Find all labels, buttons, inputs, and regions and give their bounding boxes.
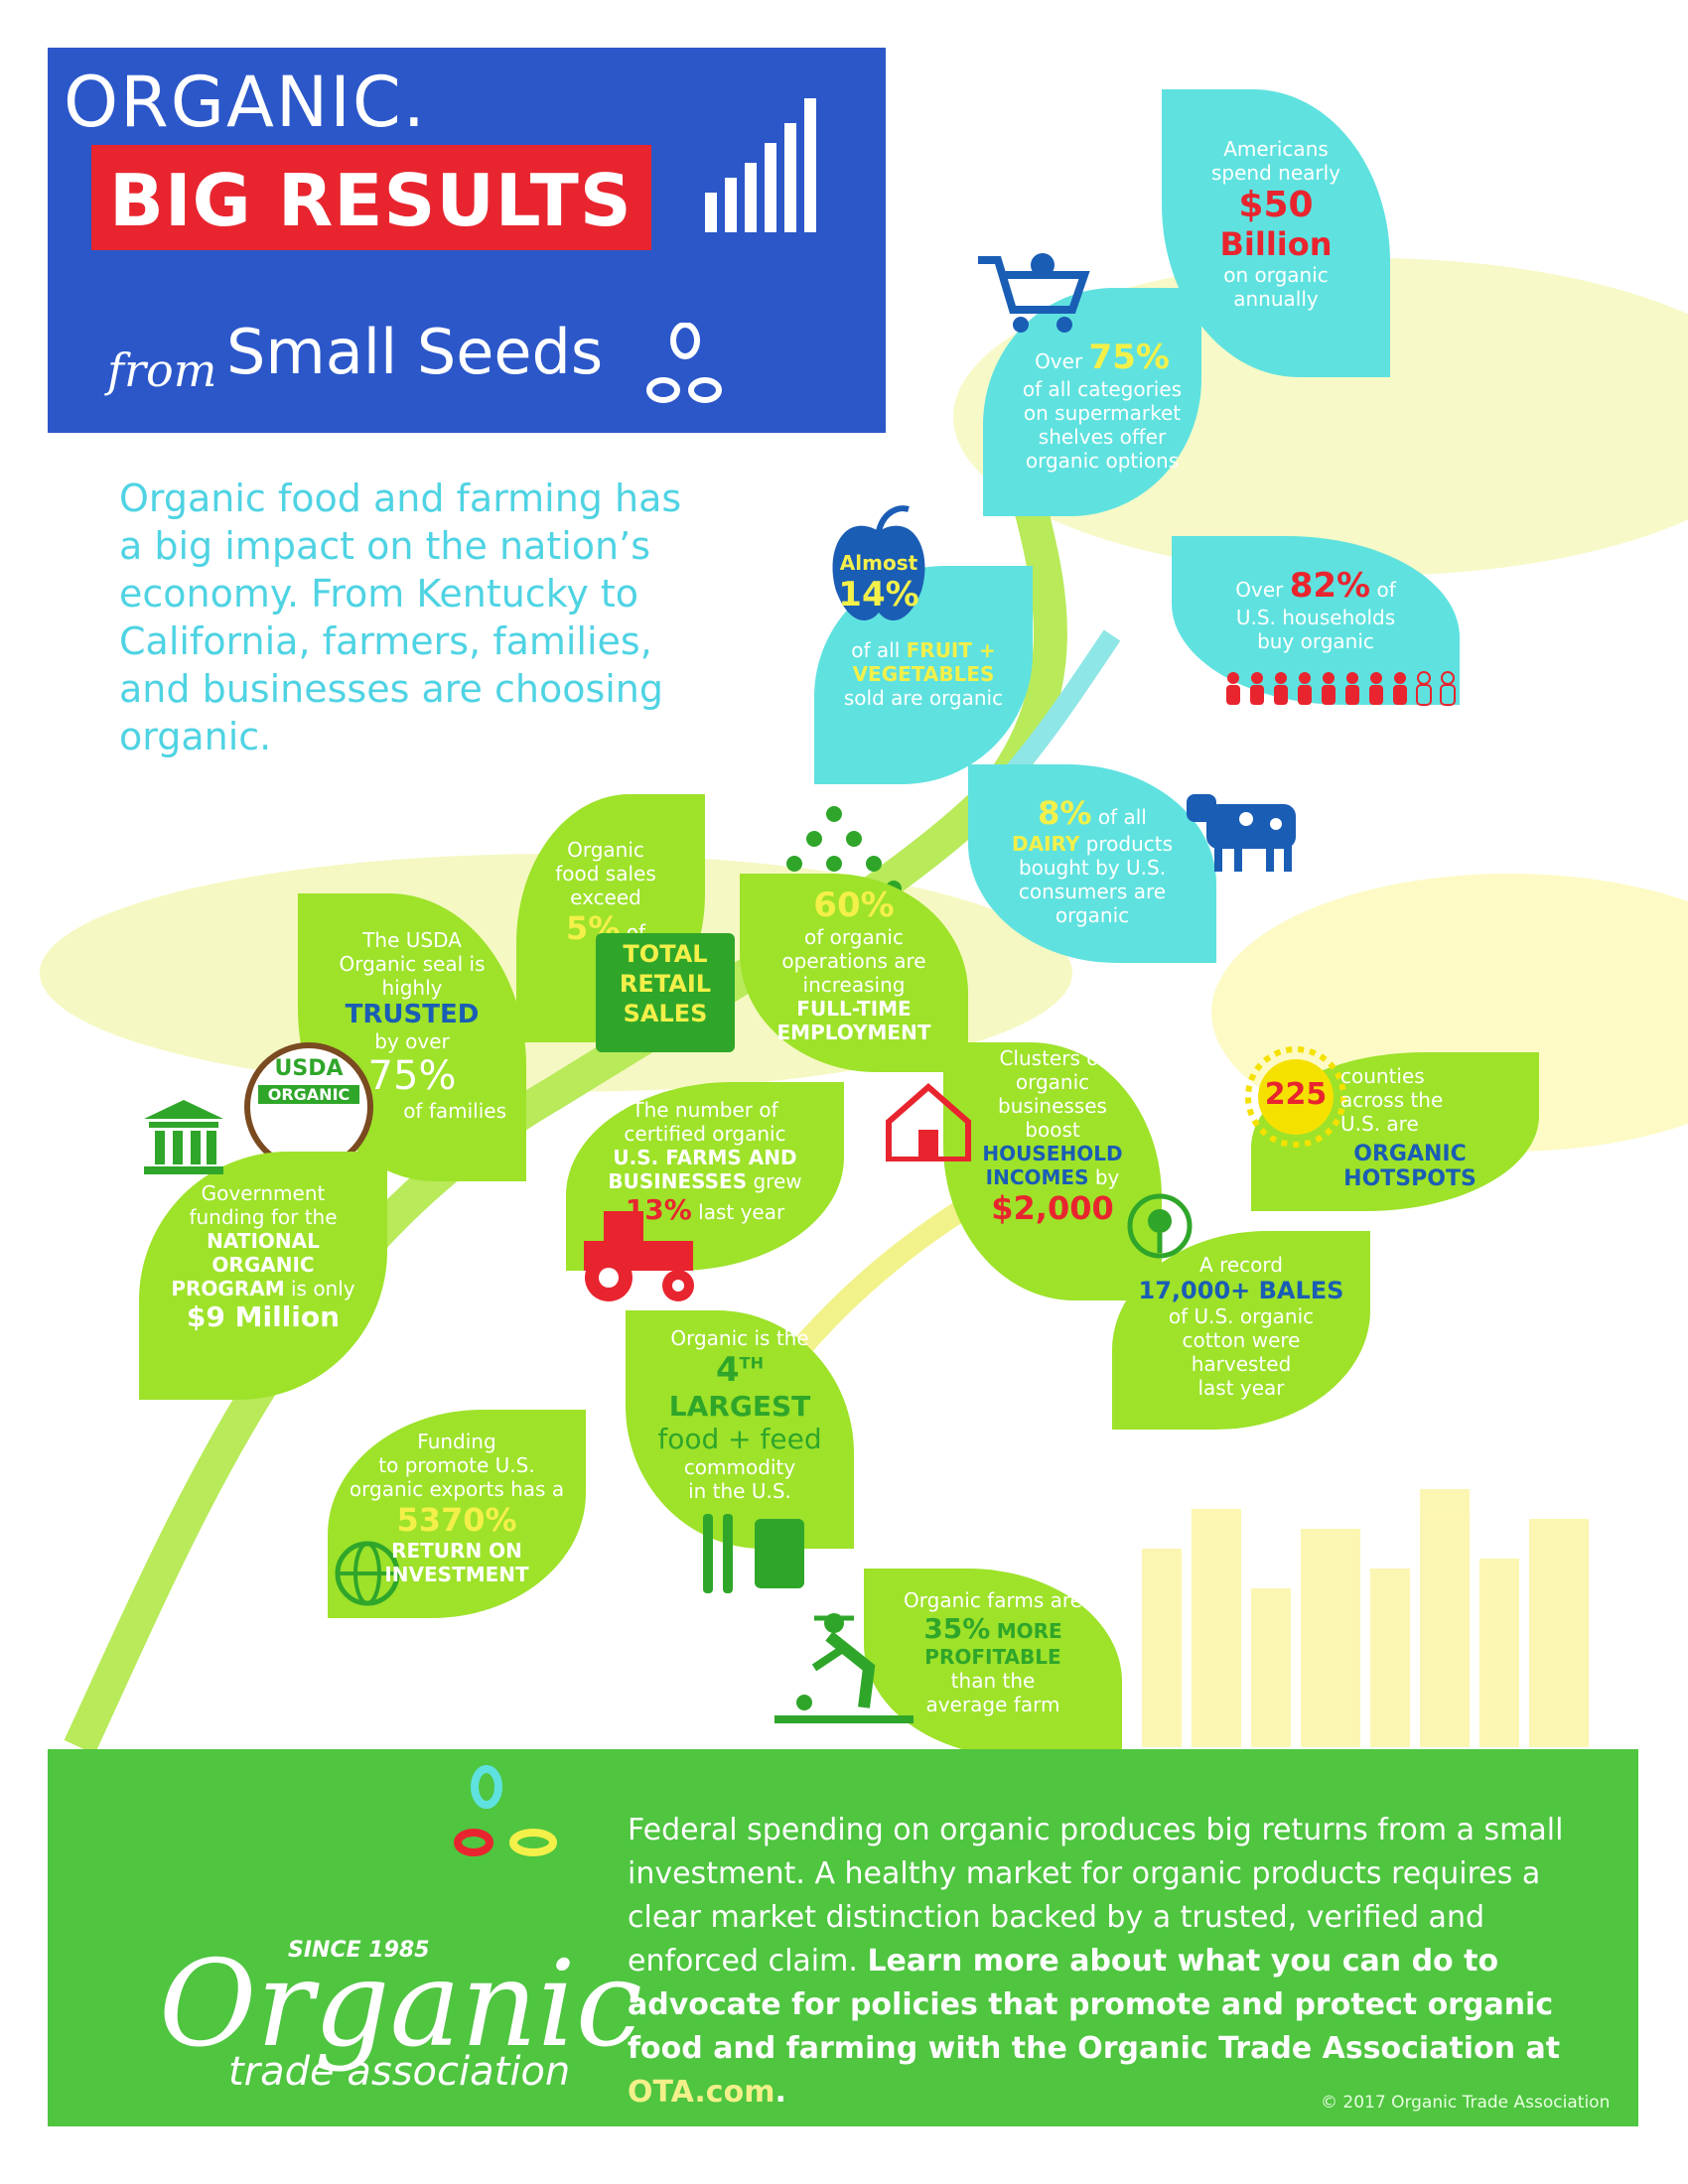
logo-since: SINCE 1985 (288, 1938, 430, 1963)
fruit-text: of all FRUIT + VEGETABLES sold are organ… (843, 638, 1004, 710)
footer-text: Federal spending on organic produces big… (628, 1813, 1564, 2110)
building-icon (144, 1100, 223, 1174)
copyright: © 2017 Organic Trade Association (1321, 2093, 1611, 2113)
usda-seal-text: USDA ORGANIC (244, 1056, 373, 1108)
apple-icon (832, 505, 925, 620)
shopping-cart-icon (978, 253, 1090, 333)
utensils-icon (703, 1514, 804, 1593)
title-organic: ORGANIC. (64, 62, 427, 143)
people-icons (1226, 671, 1456, 706)
cow-icon (1187, 794, 1296, 872)
profitable-text: Organic farms are 35% MORE PROFITABLE th… (904, 1588, 1082, 1716)
shopping-bag-icon (596, 933, 735, 1052)
commodity-text: Organic is the 4TH LARGEST food + feed c… (657, 1326, 822, 1503)
bar-chart-icon (705, 98, 844, 308)
seeds-icon (646, 323, 722, 403)
logo-trade-association: trade association (228, 2049, 571, 2095)
ota-logo: Organic (159, 1936, 642, 2074)
fruit-value: Almost 14% (838, 551, 919, 614)
dairy-text: 8% of all DAIRY products bought by U.S.c… (1011, 794, 1173, 927)
title-banner (91, 145, 651, 250)
counties-value: 225 (1264, 1077, 1328, 1112)
title-from: from (107, 343, 217, 397)
globe-icon (335, 1541, 400, 1606)
title-small-seeds: Small Seeds (226, 316, 604, 388)
sun-icon (1245, 1046, 1346, 1148)
farmer-icon (774, 1613, 914, 1723)
ota-link[interactable]: OTA.com (628, 2075, 775, 2110)
footer-seeds-icon (454, 1765, 557, 1856)
cotton-icon (1127, 1193, 1193, 1259)
title-big-results: BIG RESULTS (109, 159, 633, 242)
house-icon (886, 1083, 971, 1161)
intro-text: Organic food and farming has a big impac… (119, 477, 682, 758)
tractor-icon (584, 1211, 694, 1301)
footer-panel (48, 1749, 1638, 2126)
